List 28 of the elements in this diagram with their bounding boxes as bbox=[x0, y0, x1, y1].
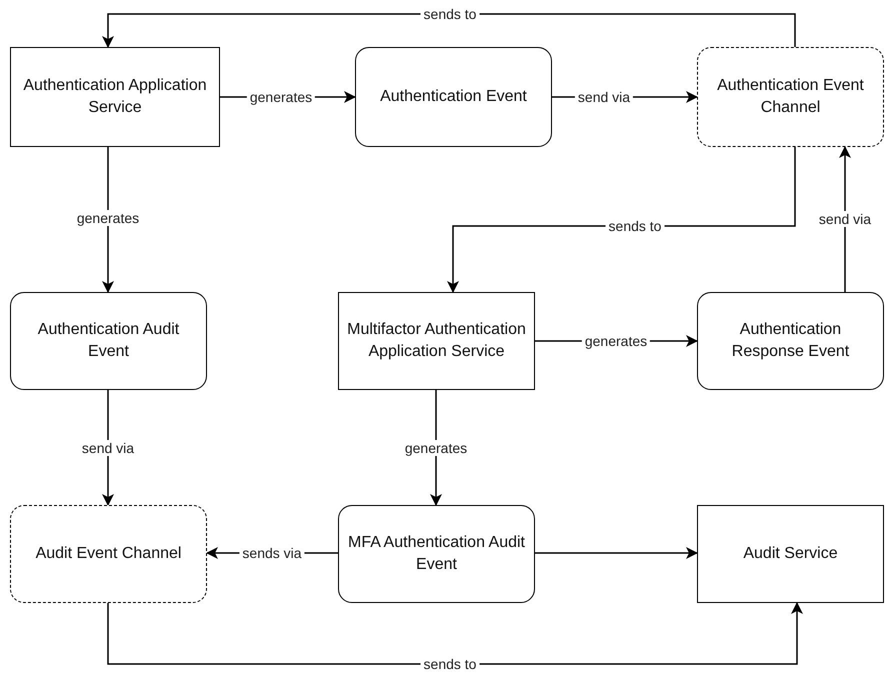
event-box bbox=[338, 505, 535, 603]
edge-label: send via bbox=[574, 89, 634, 105]
event-box bbox=[697, 292, 884, 390]
service-box bbox=[697, 505, 884, 603]
edge-label: sends via bbox=[239, 545, 305, 561]
edge-label: sends to bbox=[420, 656, 480, 672]
node-label: Authentication Audit Event bbox=[36, 320, 180, 362]
arrow bbox=[102, 13, 796, 48]
service-box bbox=[10, 47, 220, 147]
node-label: Authentication Event bbox=[380, 87, 527, 107]
service-box bbox=[338, 292, 535, 390]
edge-label: sends to bbox=[606, 218, 664, 234]
node-label: Authentication Response Event bbox=[730, 320, 850, 362]
edge-label: sends to bbox=[420, 6, 480, 22]
node-label: Audit Service bbox=[743, 544, 838, 564]
event-box bbox=[10, 292, 207, 390]
channel-box bbox=[697, 47, 884, 147]
channel-box bbox=[10, 505, 207, 603]
arrow bbox=[535, 547, 698, 559]
arrow bbox=[839, 146, 851, 292]
node-label: Audit Event Channel bbox=[36, 544, 182, 564]
event-box bbox=[355, 47, 552, 147]
node-label: Authentication Event Channel bbox=[716, 76, 865, 118]
arrow bbox=[102, 147, 114, 293]
node-label: Multifactor Authentication Application Service bbox=[347, 320, 526, 362]
node-label: Authentication Application Service bbox=[22, 76, 208, 118]
arrow bbox=[107, 602, 803, 665]
node-label: MFA Authentication Audit Event bbox=[347, 533, 526, 575]
